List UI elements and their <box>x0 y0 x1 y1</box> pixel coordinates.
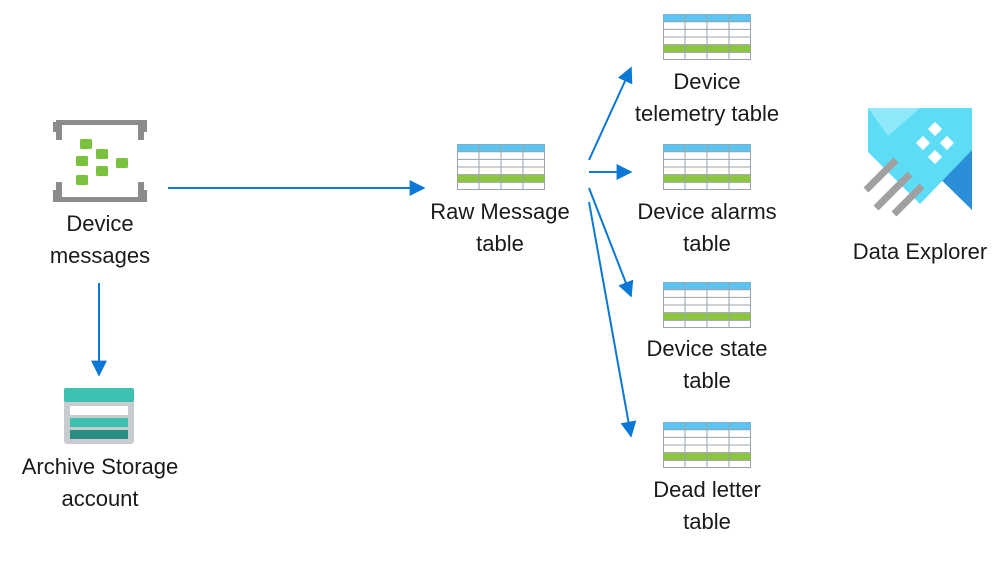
data-explorer-label: Data Explorer <box>840 236 1000 268</box>
data-explorer-icon <box>863 108 972 217</box>
device-messages-line2: messages <box>49 243 151 268</box>
archive-storage-line1: Archive Storage <box>21 454 179 479</box>
archive-storage-line2: account <box>61 486 139 511</box>
table-icon <box>663 282 751 328</box>
table-icon <box>663 14 751 60</box>
table-icon <box>457 144 545 190</box>
table-icon <box>663 144 751 190</box>
device-messages-label: Device messages <box>40 208 160 272</box>
dead-letter-line1: Dead letter <box>653 477 761 502</box>
alarms-line2: table <box>683 231 731 256</box>
state-line1: Device state <box>646 336 768 361</box>
state-line2: table <box>683 368 731 393</box>
archive-storage-label: Archive Storage account <box>0 451 200 515</box>
dead-letter-label: Dead letter table <box>610 474 804 538</box>
edge-raw-to-state <box>588 187 634 298</box>
raw-message-line1: Raw Message <box>430 199 570 224</box>
data-explorer-line1: Data Explorer <box>852 239 988 264</box>
raw-message-label: Raw Message table <box>410 196 590 260</box>
edge-raw-to-deadletter <box>588 201 637 438</box>
alarms-label: Device alarms table <box>610 196 804 260</box>
raw-message-line2: table <box>476 231 524 256</box>
iot-hub-icon <box>53 120 147 202</box>
telemetry-line1: Device <box>673 69 741 94</box>
table-icon <box>663 422 751 468</box>
dead-letter-line2: table <box>683 509 731 534</box>
storage-account-icon <box>64 388 134 444</box>
edge-raw-to-telemetry <box>588 66 633 161</box>
telemetry-label: Device telemetry table <box>610 66 804 130</box>
telemetry-line2: telemetry table <box>634 101 780 126</box>
device-messages-line1: Device <box>66 211 134 236</box>
state-label: Device state table <box>610 333 804 397</box>
alarms-line1: Device alarms <box>637 199 777 224</box>
